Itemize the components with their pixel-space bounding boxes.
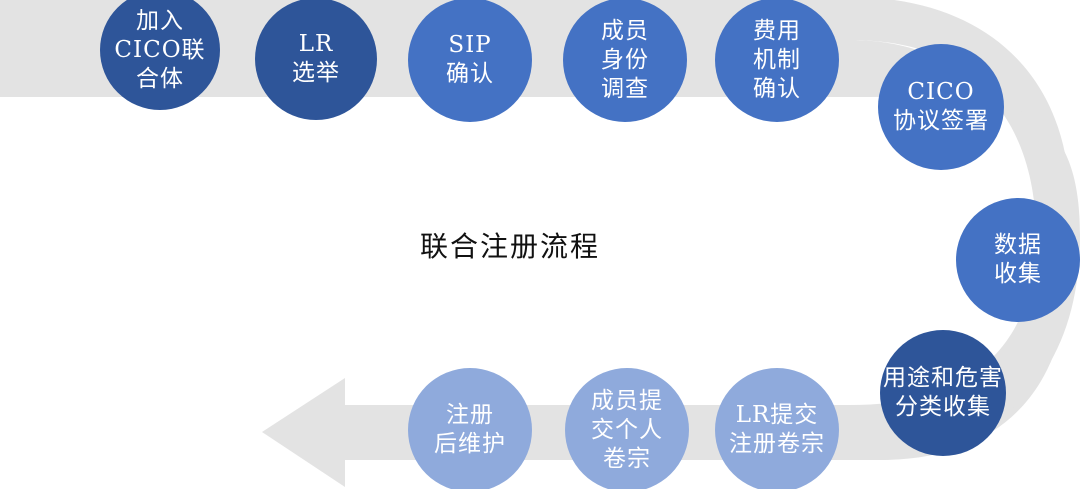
step-data-collection: 数据 收集 <box>956 198 1080 322</box>
step-join-cico: 加入 CICO联 合体 <box>100 0 220 110</box>
step-lr-dossier: LR提交 注册卷宗 <box>715 368 839 489</box>
diagram-title: 联合注册流程 <box>420 230 601 263</box>
arrow-head <box>262 378 345 487</box>
step-fee-mechanism: 费用 机制 确认 <box>715 0 839 122</box>
step-use-hazard-classification: 用途和危害 分类收集 <box>880 330 1006 456</box>
step-cico-agreement: CICO 协议签署 <box>878 44 1004 170</box>
step-lr-election: LR 选举 <box>255 0 377 120</box>
step-member-survey: 成员 身份 调查 <box>563 0 687 122</box>
step-sip-confirm: SIP 确认 <box>408 0 532 122</box>
step-post-registration: 注册 后维护 <box>408 368 532 489</box>
step-member-dossier: 成员提 交个人 卷宗 <box>565 368 689 489</box>
